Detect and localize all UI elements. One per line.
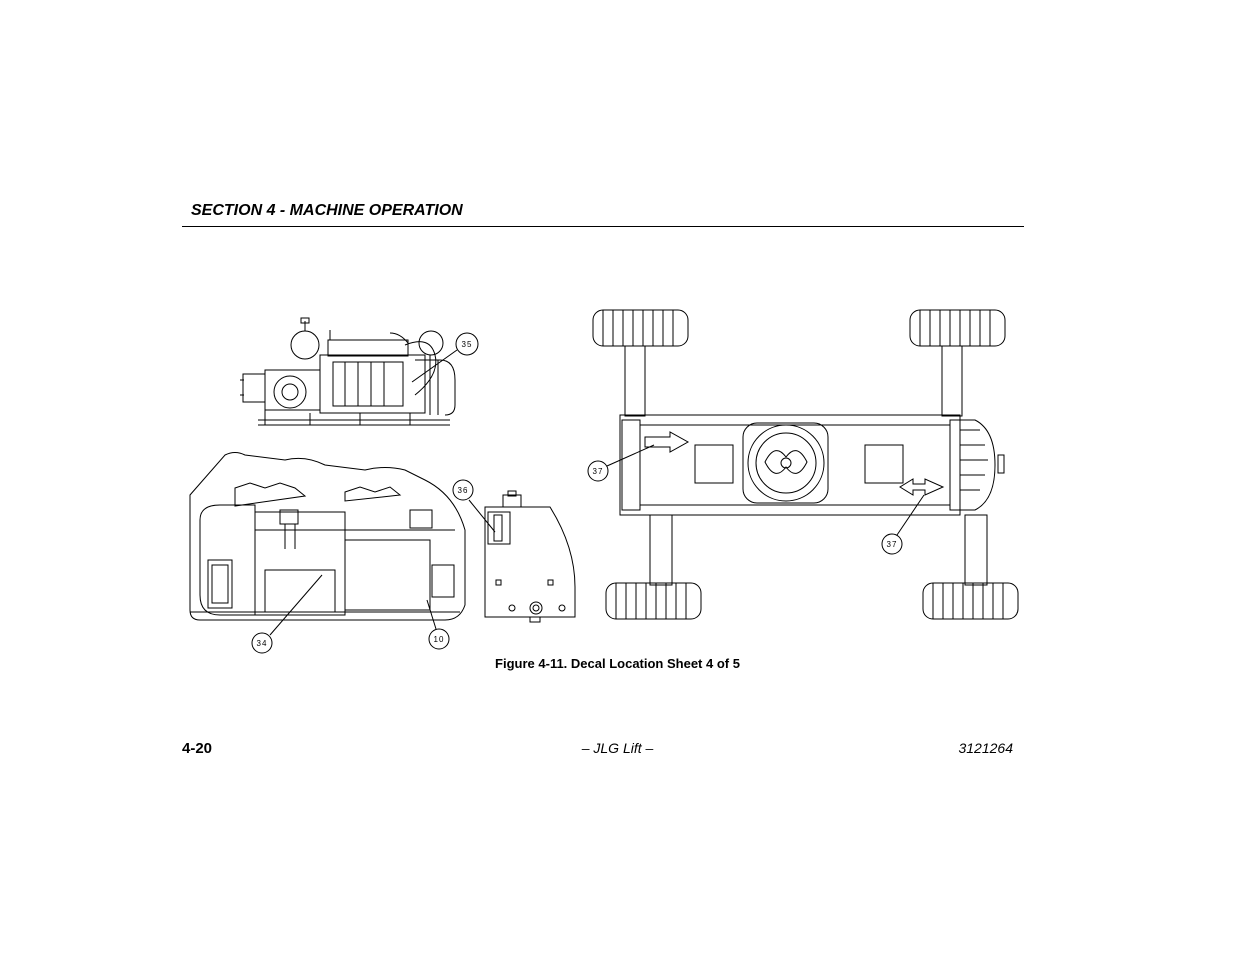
callout-35: 35	[411, 332, 479, 383]
tank-drawing	[484, 490, 576, 623]
callout-10-label: 10	[434, 635, 445, 644]
page-number: 4-20	[182, 740, 213, 757]
section-title: SECTION 4 - MACHINE OPERATION	[191, 202, 463, 219]
callout-37-left-label: 37	[593, 467, 604, 476]
callout-37-right: 37	[881, 494, 925, 555]
document-number: 3121264	[958, 740, 1013, 756]
callout-37-right-label: 37	[887, 540, 898, 549]
callout-10: 10	[426, 599, 450, 650]
callout-37-left: 37	[587, 444, 655, 482]
callout-36: 36	[452, 479, 496, 533]
tire-bottom-left	[605, 582, 702, 620]
chassis-top-drawing	[592, 309, 1019, 620]
callout-36-label: 36	[458, 486, 469, 495]
tire-bottom-right	[922, 582, 1019, 620]
tire-top-left	[592, 309, 689, 347]
engine-assembly-drawing	[240, 317, 456, 426]
header-rule	[182, 226, 1024, 227]
figure-caption: Figure 4-11. Decal Location Sheet 4 of 5	[495, 656, 740, 671]
tire-top-right	[909, 309, 1006, 347]
footer-brand: – JLG Lift –	[581, 740, 654, 756]
callout-34: 34	[251, 574, 323, 654]
decal-arrow-left	[644, 431, 690, 453]
callout-35-label: 35	[462, 340, 473, 349]
callout-34-label: 34	[257, 639, 268, 648]
chassis-side-drawing	[189, 452, 466, 621]
decal-arrow-right	[899, 478, 945, 496]
